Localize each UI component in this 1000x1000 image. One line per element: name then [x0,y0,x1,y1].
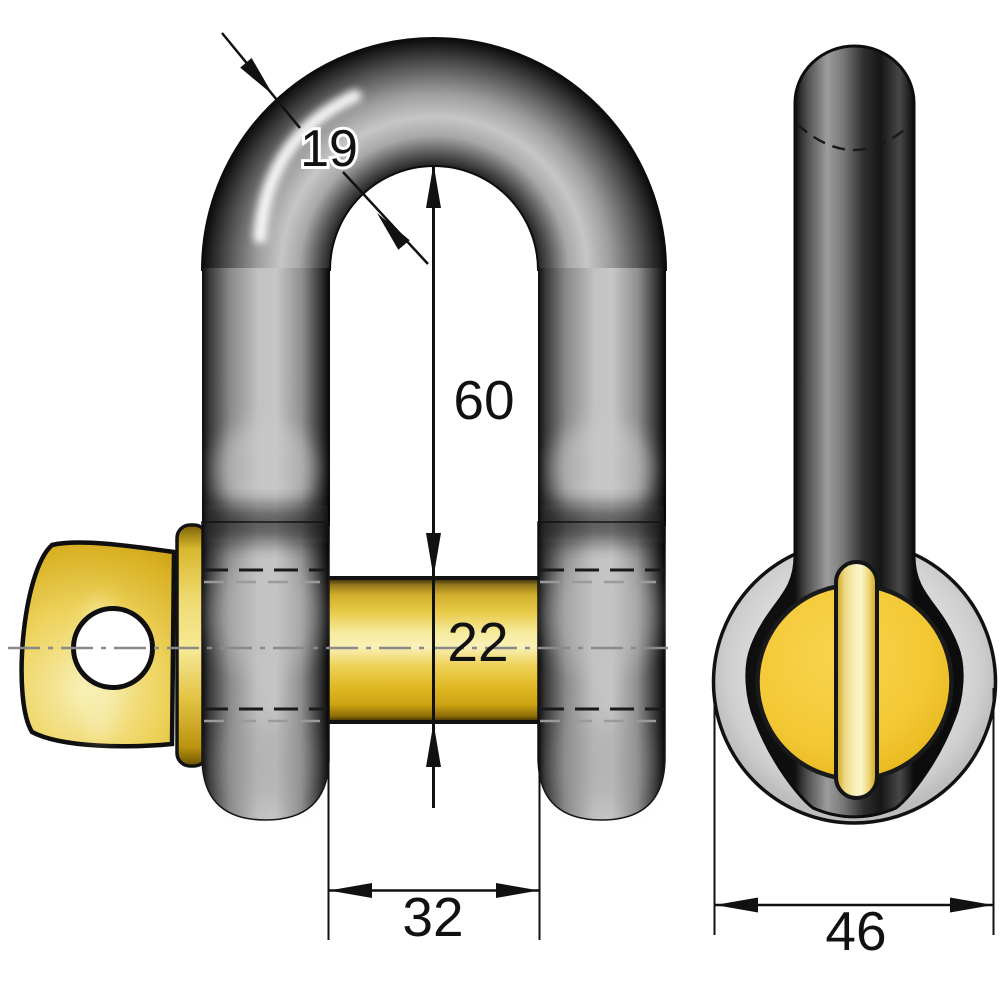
dimension-46-label: 46 [825,900,886,962]
extension-lines [713,688,995,935]
dimension-inside-width: 32 [327,724,541,948]
dimension-60-label: 60 [453,369,514,431]
arrowhead [377,213,410,250]
hidden-pin-lines [204,568,664,723]
front-view [8,37,668,821]
dimension-19-label: 19 [300,120,358,178]
hidden-bar-end-arc [796,123,912,152]
bow-specular-highlight [253,89,362,244]
dimension-22-label: 22 [447,611,508,673]
extension-lines [327,724,541,940]
side-view [711,44,998,825]
dimension-inside-length-and-pin: 60 22 [426,164,515,808]
dimension-bow-diameter: 19 [221,32,429,265]
left-leg [201,268,330,821]
arrowhead [240,58,273,95]
arrowhead-left [329,883,372,898]
shackle-bow [200,37,668,271]
dimensions: 19 60 22 32 46 [221,32,995,962]
leader-line [342,171,429,265]
arrowhead-up [426,723,441,767]
dimension-32-label: 32 [402,886,463,948]
arrowhead-right [950,897,993,913]
dimension-eye-width: 46 [713,688,995,962]
arrowhead-left [715,897,758,913]
arrowhead-down [426,533,441,577]
arrowhead-right [496,883,539,898]
right-leg [537,268,666,821]
pin-toggle-bar [834,560,879,800]
arrowhead-up [426,164,441,208]
